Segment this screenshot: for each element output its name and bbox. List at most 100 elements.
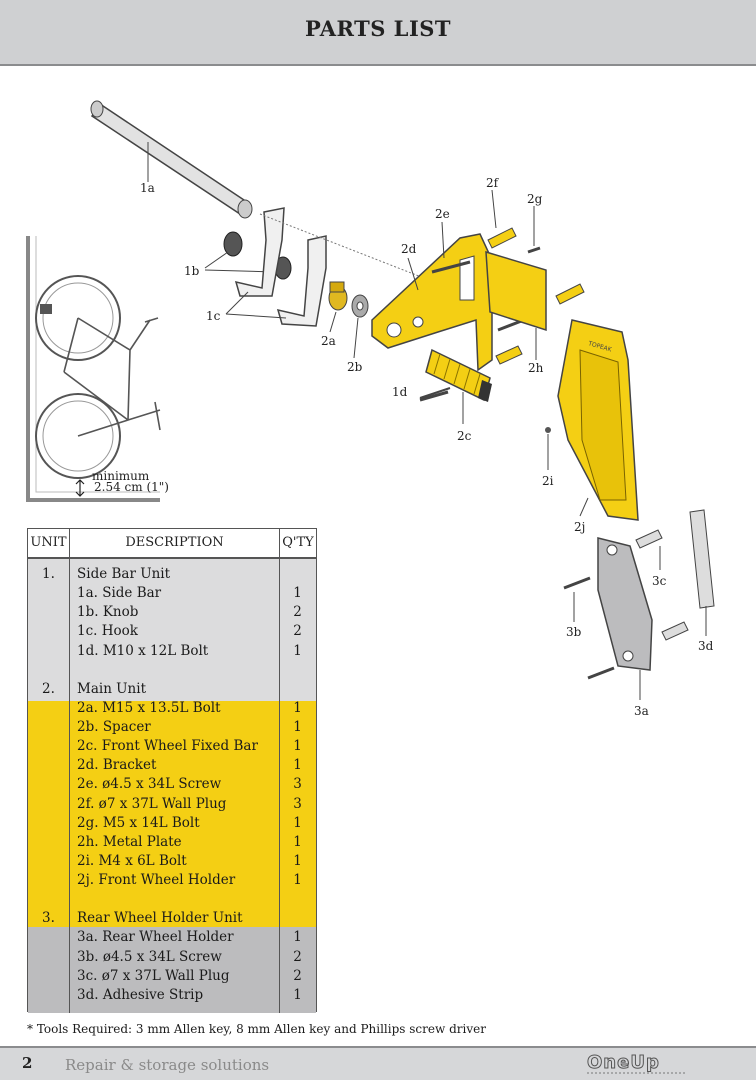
table-row: 2h. Metal Plate 1 — [28, 833, 316, 852]
table-row: 3a. Rear Wheel Holder 1 — [28, 928, 316, 947]
item-qty: 3 — [293, 776, 302, 792]
unit-title: Rear Wheel Holder Unit — [77, 910, 243, 926]
header-divider — [0, 64, 756, 66]
item-qty: 1 — [293, 853, 302, 869]
page-number: 2 — [22, 1054, 33, 1072]
item-description: 1c. Hook — [77, 623, 138, 639]
table-row: 2j. Front Wheel Holder 1 — [28, 871, 316, 890]
parts-table: UNIT DESCRIPTION Q'TY 1. Side Bar Unit 1… — [27, 528, 317, 1013]
label-2a: 2a — [321, 334, 336, 348]
section-side-bar-unit — [28, 559, 316, 701]
unit-title: Main Unit — [77, 681, 146, 697]
label-2b: 2b — [347, 360, 363, 374]
header-rule — [28, 557, 316, 559]
item-description: 2h. Metal Plate — [77, 834, 182, 850]
item-qty: 1 — [293, 757, 302, 773]
item-description: 2g. M5 x 14L Bolt — [77, 815, 200, 831]
clearance-label-distance: 2.54 cm (1") — [94, 480, 169, 494]
table-row: 3d. Adhesive Strip 1 — [28, 986, 316, 1005]
item-qty: 1 — [293, 872, 302, 888]
table-row: 2b. Spacer 1 — [28, 718, 316, 737]
column-divider — [279, 529, 280, 1013]
item-qty: 1 — [293, 815, 302, 831]
item-qty: 2 — [293, 968, 302, 984]
brand-wordmark: OneUp — [587, 1052, 660, 1073]
table-row: 2. Main Unit — [28, 680, 316, 699]
table-row: 1d. M10 x 12L Bolt 1 — [28, 642, 316, 661]
item-description: 2c. Front Wheel Fixed Bar — [77, 738, 258, 754]
item-qty: 1 — [293, 987, 302, 1003]
label-1b: 1b — [184, 264, 200, 278]
front-wheel-fixed-bar-part — [419, 348, 492, 424]
item-qty: 1 — [293, 738, 302, 754]
table-row: 3. Rear Wheel Holder Unit — [28, 909, 316, 928]
item-description: 2b. Spacer — [77, 719, 151, 735]
label-2f: 2f — [486, 176, 500, 190]
item-qty: 1 — [293, 643, 302, 659]
item-description: 2i. M4 x 6L Bolt — [77, 853, 187, 869]
unit-number: 3. — [42, 910, 55, 926]
knob-parts — [204, 231, 292, 280]
label-2d: 2d — [401, 242, 417, 256]
item-description: 1b. Knob — [77, 604, 139, 620]
table-row: 2g. M5 x 14L Bolt 1 — [28, 814, 316, 833]
item-qty: 1 — [293, 834, 302, 850]
column-header-description: DESCRIPTION — [125, 535, 224, 550]
item-qty: 1 — [293, 929, 302, 945]
column-divider — [69, 529, 70, 1013]
table-row: 3b. ø4.5 x 34L Screw 2 — [28, 948, 316, 967]
bolt-and-spacer-parts — [259, 213, 471, 359]
label-1d: 1d — [392, 385, 408, 399]
table-row: 2c. Front Wheel Fixed Bar 1 — [28, 737, 316, 756]
unit-number: 2. — [42, 681, 55, 697]
front-wheel-holder-part: TOPEAK — [545, 319, 639, 521]
metal-plate-part — [485, 250, 547, 360]
table-row: 2d. Bracket 1 — [28, 756, 316, 775]
item-qty: 2 — [293, 604, 302, 620]
side-bar-part — [90, 100, 253, 219]
page-header: PARTS LIST — [0, 0, 756, 64]
bike-front-wheel — [35, 275, 121, 361]
item-qty: 1 — [293, 585, 302, 601]
table-row: 1a. Side Bar 1 — [28, 584, 316, 603]
page-title: PARTS LIST — [304, 16, 452, 41]
table-row: 1. Side Bar Unit — [28, 565, 316, 584]
item-qty: 1 — [293, 719, 302, 735]
table-row: 1b. Knob 2 — [28, 603, 316, 622]
item-description: 2d. Bracket — [77, 757, 157, 773]
label-3a: 3a — [634, 704, 649, 718]
item-description: 2a. M15 x 13.5L Bolt — [77, 700, 221, 716]
oneup-logo: OneUp — [587, 1052, 685, 1074]
exploded-parts-diagram: minimum 2.54 cm (1") — [26, 100, 715, 718]
label-2g: 2g — [527, 192, 543, 206]
item-description: 3a. Rear Wheel Holder — [77, 929, 234, 945]
label-3b: 3b — [566, 625, 582, 639]
label-2i: 2i — [542, 474, 554, 488]
unit-title: Side Bar Unit — [77, 566, 171, 582]
rear-wheel-holder-part — [563, 509, 715, 700]
bike-rear-wheel — [35, 393, 121, 479]
tools-required-note: * Tools Required: 3 mm Allen key, 8 mm A… — [27, 1022, 486, 1036]
table-row: 2i. M4 x 6L Bolt 1 — [28, 852, 316, 871]
label-2h: 2h — [528, 361, 544, 375]
item-description: 2e. ø4.5 x 34L Screw — [77, 776, 222, 792]
table-row: 1c. Hook 2 — [28, 622, 316, 641]
item-qty: 3 — [293, 796, 302, 812]
item-qty: 1 — [293, 700, 302, 716]
label-1c: 1c — [206, 309, 221, 323]
table-row: 3c. ø7 x 37L Wall Plug 2 — [28, 967, 316, 986]
column-header-unit: UNIT — [30, 535, 67, 550]
unit-number: 1. — [42, 566, 55, 582]
section-main-unit — [28, 701, 316, 927]
label-3d: 3d — [698, 639, 714, 653]
footer-divider — [0, 1046, 756, 1048]
label-1a: 1a — [140, 181, 155, 195]
footer-tagline: Repair & storage solutions — [65, 1056, 270, 1074]
bracket-part — [371, 233, 493, 372]
hook-parts — [225, 207, 327, 327]
item-qty: 2 — [293, 623, 302, 639]
item-description: 3c. ø7 x 37L Wall Plug — [77, 968, 230, 984]
column-header-qty: Q'TY — [282, 535, 314, 550]
clearance-label-minimum: minimum — [92, 469, 150, 483]
wall-clearance-inset — [26, 236, 161, 502]
